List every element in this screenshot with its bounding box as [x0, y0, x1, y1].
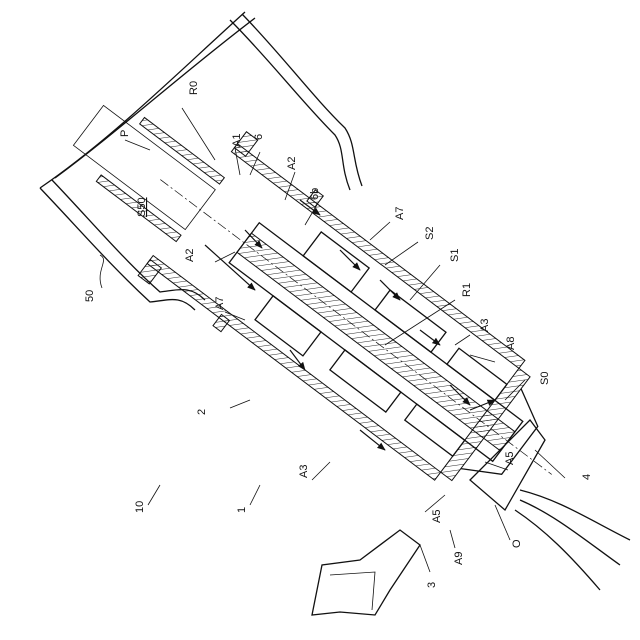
label-S0: S0 [539, 372, 551, 385]
label-50: 50 [84, 290, 96, 302]
label-2: 2 [196, 409, 208, 415]
label-A5-left: A5 [431, 510, 443, 523]
label-A3-right: A3 [479, 319, 491, 332]
label-1: 1 [236, 507, 248, 513]
label-A1: A1 [231, 134, 243, 147]
label-4: 4 [581, 474, 593, 480]
label-S50: S50 [136, 197, 148, 217]
label-O: O [511, 539, 523, 548]
label-A9: A9 [453, 552, 465, 565]
label-A5-right: A5 [504, 452, 516, 465]
label-A2-left: A2 [184, 249, 196, 262]
label-A7-left: A7 [214, 297, 226, 310]
label-A7-top: A7 [394, 207, 406, 220]
label-P: P [119, 130, 131, 137]
label-A3-left: A3 [298, 465, 310, 478]
label-S1: S1 [449, 249, 461, 262]
label-6b: 6b [309, 188, 321, 200]
label-3: 3 [426, 582, 438, 588]
label-S2: S2 [424, 227, 436, 240]
label-A2-top: A2 [286, 157, 298, 170]
label-10: 10 [134, 501, 146, 513]
label-A8: A8 [505, 337, 517, 350]
label-6: 6 [253, 134, 265, 140]
label-R0: R0 [188, 81, 200, 95]
base-part-3 [312, 530, 420, 615]
label-R1: R1 [461, 283, 473, 297]
